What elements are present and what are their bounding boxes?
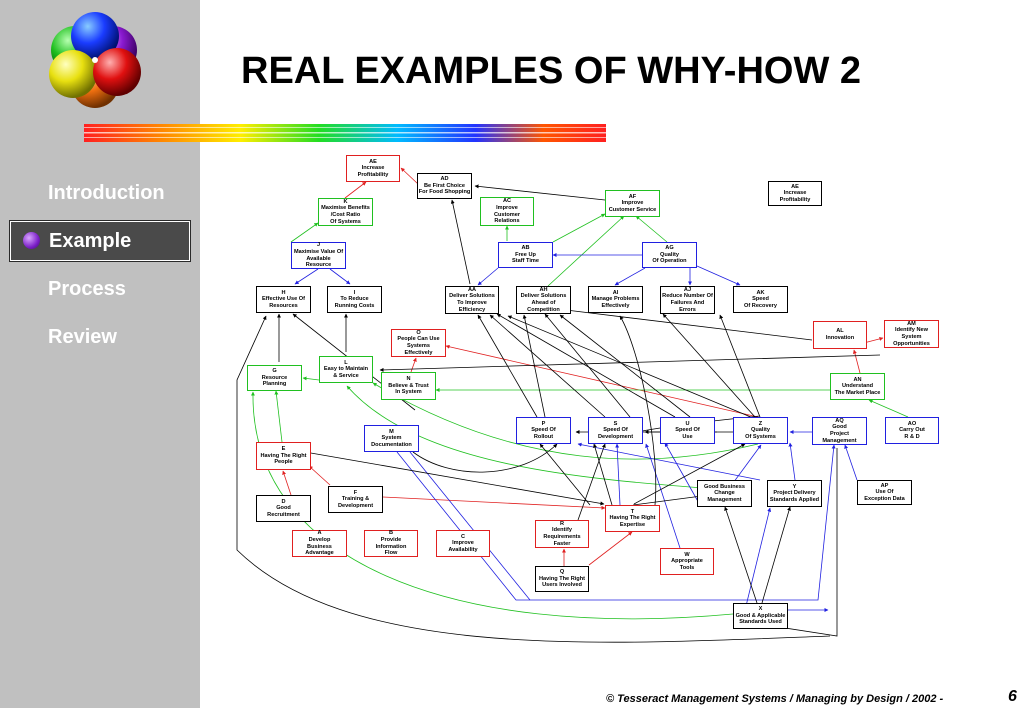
sidebar: Introduction Example Process Review [0,0,200,708]
nav-item-example[interactable]: Example [49,230,132,252]
nav-item-active-highlight[interactable]: Example [10,221,190,261]
nav-item-review[interactable]: Review [48,326,117,348]
nav-item-introduction[interactable]: Introduction [48,182,165,204]
footer-copyright: © Tesseract Management Systems / Managin… [606,693,944,705]
page-title: REAL EXAMPLES OF WHY-HOW 2 [241,50,862,92]
bullet-icon [23,232,40,249]
node-gbcm: Good Business Change Management [697,480,752,507]
logo-spheres-icon [49,12,141,108]
rainbow-divider [84,124,606,142]
nav-item-process[interactable]: Process [48,278,126,300]
page-number: 6 [1008,688,1017,705]
